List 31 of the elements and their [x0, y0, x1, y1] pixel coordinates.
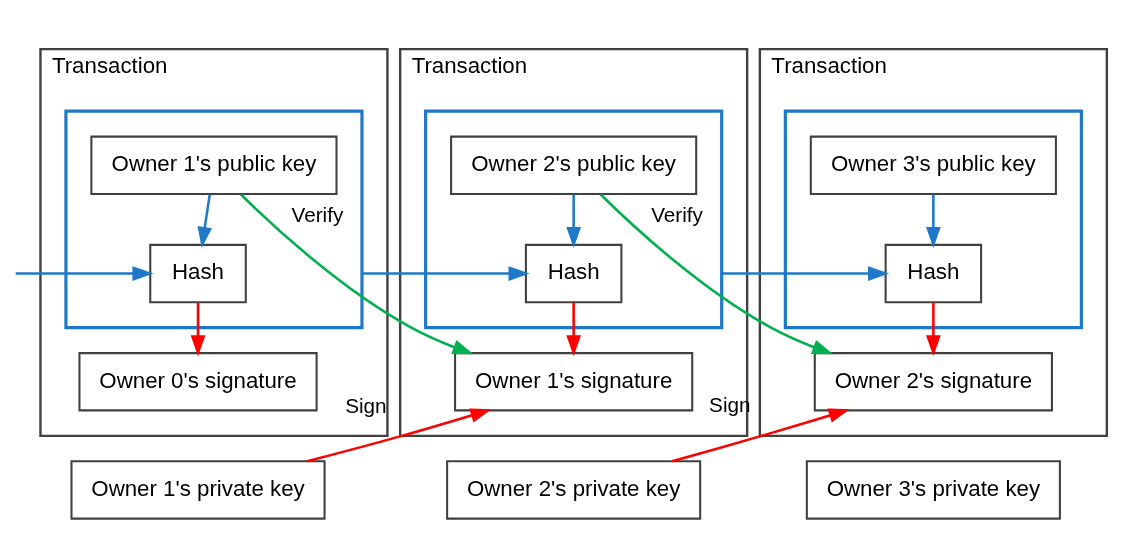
node-box: Hash — [524, 243, 623, 303]
arrow — [306, 407, 492, 462]
arrow — [671, 407, 850, 463]
cluster — [424, 109, 724, 329]
arrow — [361, 265, 530, 281]
node-box: Owner 1's public key — [90, 135, 338, 195]
node-box: Owner 1's signature — [454, 351, 694, 411]
edge-label: Verify — [651, 202, 703, 226]
node-box: Owner 2's public key — [450, 135, 698, 195]
arrow — [240, 193, 474, 354]
arrow — [190, 302, 206, 356]
node-box: Owner 2's signature — [813, 351, 1053, 411]
arrow — [197, 193, 213, 248]
arrow — [566, 302, 581, 356]
arrow — [721, 265, 890, 281]
arrow — [599, 193, 834, 354]
node-box: Owner 1's private key — [70, 459, 326, 520]
node-box: Hash — [884, 243, 983, 303]
arrow — [566, 194, 581, 248]
edge-label: Sign — [345, 393, 387, 417]
arrow — [15, 265, 154, 281]
node-box: Owner 0's signature — [78, 351, 318, 411]
node-box: Owner 2's private key — [446, 459, 702, 520]
cluster — [64, 109, 364, 329]
node-box: Hash — [149, 243, 247, 303]
node-box: Owner 3's private key — [805, 459, 1061, 520]
node-box: Owner 3's public key — [809, 135, 1057, 195]
cluster — [783, 109, 1083, 329]
edge-label: Verify — [291, 202, 344, 226]
arrow — [926, 302, 941, 356]
arrow — [926, 194, 941, 248]
